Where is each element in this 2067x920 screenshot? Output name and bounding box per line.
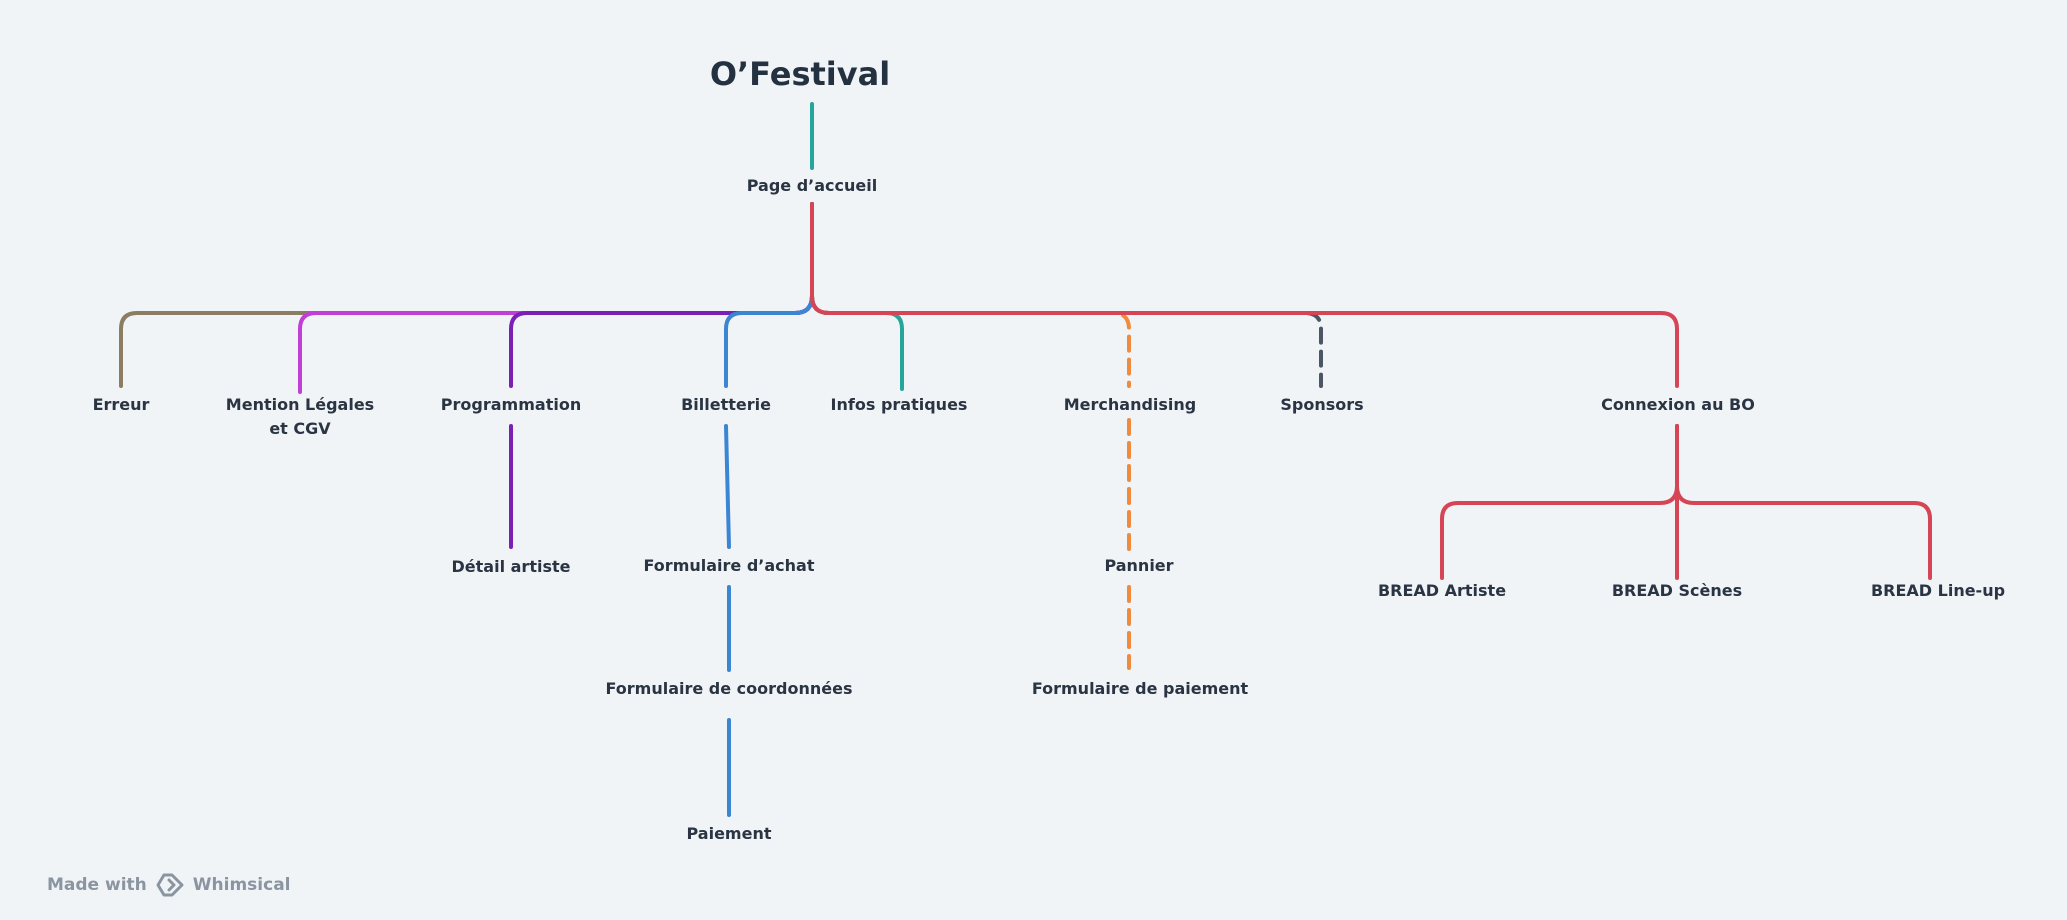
edge-home-to-erreur <box>119 202 814 388</box>
node-formulaire-achat: Formulaire d’achat <box>643 556 815 575</box>
node-erreur: Erreur <box>92 395 150 414</box>
footer-made-with-whimsical: Made with Whimsical <box>47 872 291 898</box>
node-bread-lineup: BREAD Line-up <box>1870 581 2006 600</box>
node-pannier: Pannier <box>1104 556 1174 575</box>
edge-home-to-sponsors <box>810 202 1323 388</box>
edge-billetterie-to-formulaire_achat <box>724 424 731 549</box>
edge-home-to-merchandising <box>810 202 1131 388</box>
edge-home-to-programmation <box>509 202 814 388</box>
edge-home-to-billetterie <box>724 202 814 388</box>
whimsical-logo-icon <box>156 873 184 897</box>
node-mention-legales: Mention Légales et CGV <box>225 395 375 438</box>
node-merchandising: Merchandising <box>1063 395 1197 414</box>
edge-connexion_bo-to-bread_lineup <box>1675 424 1932 580</box>
node-programmation: Programmation <box>440 395 582 414</box>
node-bread-artiste: BREAD Artiste <box>1377 581 1507 600</box>
node-sponsors: Sponsors <box>1280 395 1364 414</box>
made-with-label: Made with <box>47 875 147 895</box>
node-billetterie: Billetterie <box>681 395 771 414</box>
edge-home-to-mentions <box>298 202 814 394</box>
node-bread-scenes: BREAD Scènes <box>1611 581 1743 600</box>
node-connexion-bo: Connexion au BO <box>1601 395 1755 414</box>
edge-home-to-connexion_bo <box>810 202 1679 388</box>
edge-home-to-infos <box>810 202 904 391</box>
node-detail-artiste: Détail artiste <box>451 557 571 576</box>
node-infos-pratiques: Infos pratiques <box>830 395 968 414</box>
node-page-accueil: Page d’accueil <box>746 176 878 195</box>
edge-connexion_bo-to-bread_artiste <box>1440 424 1679 580</box>
node-paiement: Paiement <box>686 824 772 843</box>
node-formulaire-coordonnees: Formulaire de coordonnées <box>605 679 853 698</box>
node-formulaire-paiement: Formulaire de paiement <box>1031 679 1249 698</box>
whimsical-brand-label: Whimsical <box>192 875 291 895</box>
node-root-ofestival: O’Festival <box>709 55 891 93</box>
